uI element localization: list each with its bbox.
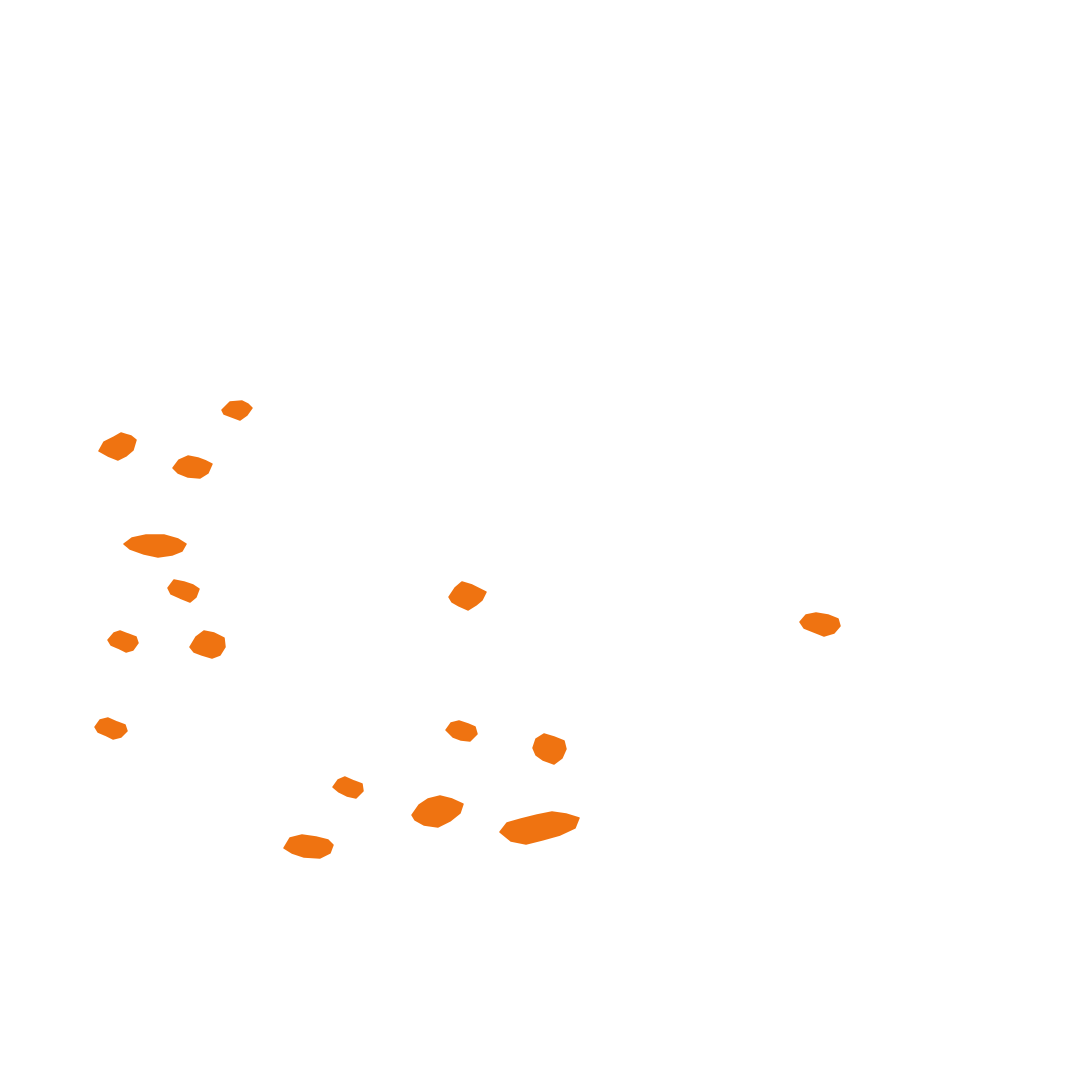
orange-blob [332,776,364,799]
orange-blob [532,733,567,765]
orange-blob [107,630,139,653]
orange-blob [94,717,128,740]
orange-blob-group [94,400,841,859]
orange-blob [445,720,478,742]
orange-blob [799,612,841,637]
orange-blob [448,581,487,611]
orange-blob [499,811,580,845]
orange-blob [411,795,464,828]
orange-blob [221,400,253,421]
orange-blob [172,455,213,479]
orange-blob [123,534,187,558]
orange-blob [189,630,226,659]
orange-blob [167,579,200,603]
orange-blob [283,834,334,859]
orange-blob [98,432,137,461]
